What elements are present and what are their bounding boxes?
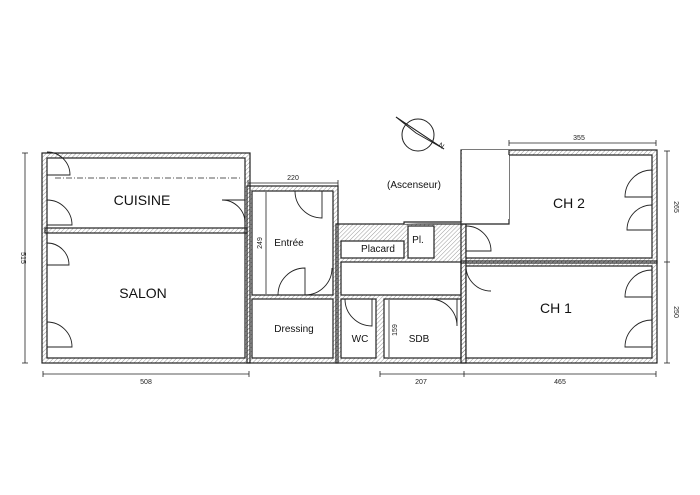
room-label-ch2: CH 2 [553,195,585,211]
compass-label: N [437,142,445,151]
dimension-lines [22,140,670,377]
outer-walls [41,149,658,364]
room-label-pl: Pl. [412,235,424,246]
dim-220: 220 [287,175,299,182]
dim-207: 207 [415,379,427,386]
room-label-wc: WC [352,334,369,345]
room-label-dressing: Dressing [274,324,313,335]
doors [46,151,653,348]
room-label-salon: SALON [119,285,166,301]
compass: N [395,116,445,152]
dim-250: 250 [672,306,679,318]
dim-508: 508 [140,379,152,386]
room-label-sdb: SDB [409,334,430,345]
dim-465: 465 [554,379,566,386]
room-label-cuisine: CUISINE [114,192,171,208]
dim-265: 265 [672,201,679,213]
room-label-entree: Entrée [274,238,304,249]
room-label-ascenseur: (Ascenseur) [387,180,441,191]
dim-159: 159 [392,324,399,336]
dim-515: 515 [19,252,26,264]
dim-249: 249 [257,237,264,249]
room-label-ch1: CH 1 [540,300,572,316]
room-label-placard: Placard [361,244,395,255]
dim-355: 355 [573,135,585,142]
